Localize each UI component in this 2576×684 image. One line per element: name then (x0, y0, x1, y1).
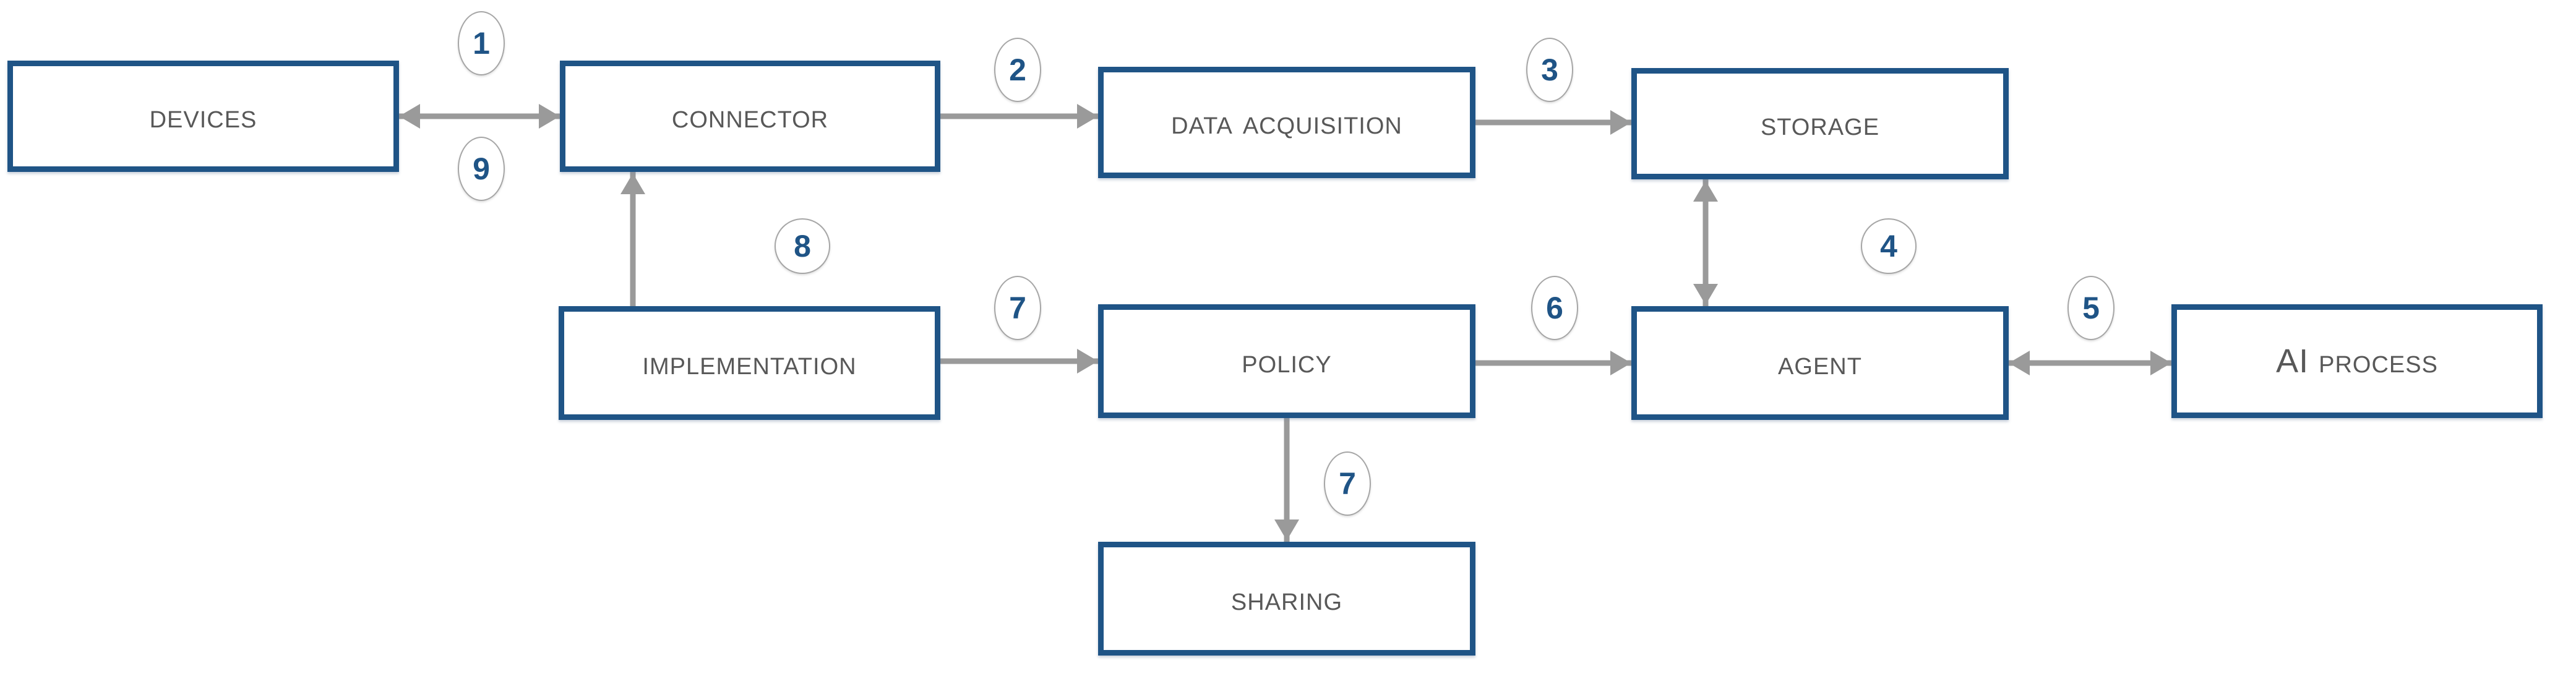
step-badge-8[interactable]: 8 (775, 218, 830, 274)
node-sharing[interactable]: Sharing (1098, 542, 1475, 656)
node-label-implementation: Implementation (642, 344, 857, 382)
step-badge-label: 5 (2082, 291, 2100, 325)
node-ai-process[interactable]: AI Process (2171, 304, 2543, 418)
step-badge-label: 4 (1880, 229, 1897, 263)
step-badge-2[interactable]: 2 (994, 38, 1041, 102)
step-badge-3[interactable]: 3 (1526, 38, 1573, 102)
node-connector[interactable]: Connector (560, 61, 940, 172)
node-devices[interactable]: Devices (7, 61, 399, 172)
node-label-data-acquisition: Data Acquisition (1171, 104, 1402, 141)
node-label-connector: Connector (671, 98, 829, 135)
node-label-policy: Policy (1242, 343, 1332, 380)
step-badge-label: 7 (1009, 291, 1026, 325)
node-policy[interactable]: Policy (1098, 304, 1475, 418)
node-label-agent: Agent (1778, 344, 1862, 382)
step-badge-label: 2 (1009, 53, 1026, 87)
step-badge-label: 6 (1546, 291, 1563, 325)
edge-storage-agent (1668, 179, 1743, 306)
step-badge-1[interactable]: 1 (458, 11, 505, 75)
edge-policy-sharing (1250, 418, 1324, 542)
step-badge-5[interactable]: 5 (2067, 276, 2114, 340)
node-agent[interactable]: Agent (1631, 306, 2009, 420)
node-storage[interactable]: Storage (1631, 68, 2009, 179)
node-label-sharing: Sharing (1230, 580, 1343, 617)
node-label-storage: Storage (1760, 105, 1880, 142)
step-badge-7[interactable]: 7 (994, 276, 1041, 340)
step-badge-4[interactable]: 4 (1861, 218, 1917, 274)
step-badge-label: 8 (794, 229, 811, 263)
step-badge-label: 3 (1541, 53, 1558, 87)
step-badge-7-second[interactable]: 7 (1324, 451, 1371, 516)
node-implementation[interactable]: Implementation (559, 306, 940, 420)
node-label-devices: Devices (149, 98, 257, 135)
step-badge-label: 7 (1339, 466, 1356, 501)
step-badge-label: 9 (473, 152, 490, 186)
node-data-acquisition[interactable]: Data Acquisition (1098, 67, 1475, 178)
step-badge-label: 1 (473, 26, 490, 61)
step-badge-9[interactable]: 9 (458, 137, 505, 201)
node-label-ai-process: AI Process (2276, 343, 2438, 380)
step-badge-6[interactable]: 6 (1531, 276, 1578, 340)
edge-implementation-connector (596, 172, 670, 306)
